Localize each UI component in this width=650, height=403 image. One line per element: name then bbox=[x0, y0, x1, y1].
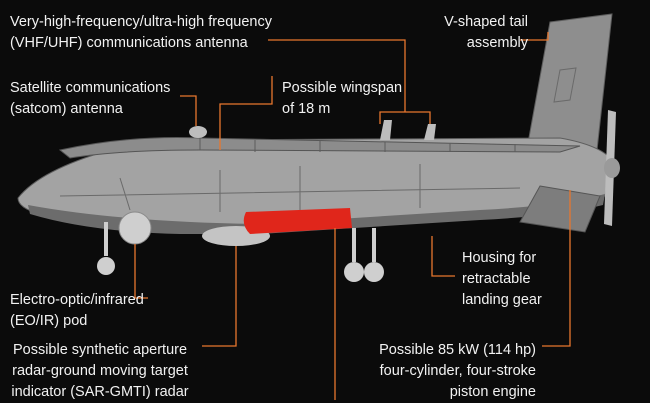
propeller-hub bbox=[604, 158, 620, 178]
nose-landing-gear bbox=[97, 222, 115, 275]
weapon-highlight bbox=[243, 208, 352, 234]
callout-eo-ir: Electro-optic/infrared (EO/IR) pod bbox=[10, 292, 144, 329]
main-landing-gear bbox=[344, 228, 384, 282]
leader-lines bbox=[134, 32, 571, 400]
leader-landing-gear bbox=[431, 236, 455, 277]
leader-sar bbox=[202, 246, 237, 347]
callout-tail: V-shaped tail assembly bbox=[444, 14, 528, 51]
callout-satcom: Satellite communications (satcom) antenn… bbox=[10, 80, 171, 117]
leader-tail bbox=[520, 32, 549, 41]
fuselage-panels bbox=[59, 164, 521, 212]
callout-landing-gear: Housing for retractable landing gear bbox=[462, 250, 542, 308]
vhf-antenna-front bbox=[380, 120, 392, 140]
fuselage-shadow bbox=[28, 194, 605, 234]
eo-ir-pod bbox=[118, 211, 152, 245]
satcom-antenna bbox=[189, 126, 207, 138]
tail-fin-lower bbox=[519, 185, 601, 233]
leader-engine bbox=[542, 190, 571, 347]
leader-satcom bbox=[180, 95, 197, 126]
leader-wingspan bbox=[219, 76, 273, 150]
vhf-antenna-rear bbox=[424, 124, 436, 140]
callout-wingspan: Possible wingspan of 18 m bbox=[282, 80, 403, 117]
tail-fin-panel bbox=[553, 67, 577, 103]
callout-engine: Possible 85 kW (114 hp) four-cylinder, f… bbox=[379, 342, 536, 400]
callout-sar: Possible synthetic aperture radar-ground… bbox=[11, 342, 189, 400]
wing-panel-lines bbox=[199, 138, 516, 152]
leader-eo-ir bbox=[134, 244, 148, 299]
callout-vhf-uhf-antenna: Very-high-frequency/ultra-high frequency… bbox=[10, 14, 272, 51]
leader-vhf bbox=[268, 39, 431, 124]
